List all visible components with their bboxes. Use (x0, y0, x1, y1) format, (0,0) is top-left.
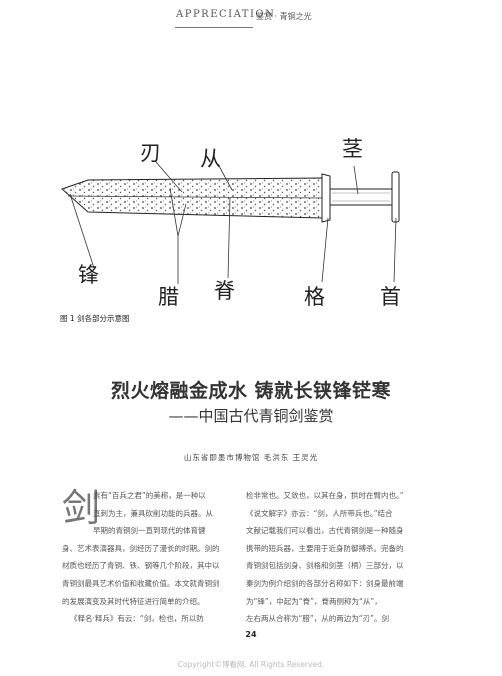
label-ji: 脊 (214, 279, 235, 303)
left-col-line: 早期的青铜剑一直到现代的体育健 (93, 526, 206, 536)
right-col-line: 左右两从合称为“腊”，从的两边为“刃”。剑 (246, 614, 390, 624)
sword-guard (321, 173, 331, 223)
label-ren: 刃 (140, 141, 161, 165)
label-cong: 从 (200, 147, 221, 171)
left-col-line: 素有“百兵之君”的美称，是一种以 (93, 491, 206, 500)
right-col-line: 携带的短兵器，主要用于近身防御搏杀。完备的 (246, 543, 404, 553)
left-col-line: 直刺为主，兼具砍削功能的兵器。从 (93, 508, 213, 518)
header-underline (175, 27, 253, 28)
right-col-line: 文献记载我们可以看出，古代青铜剑是一种随身 (246, 526, 404, 536)
left-col-line: 《释名·释兵》有云：“剑，检也，所以防 (70, 614, 204, 624)
article-title: 烈火熔融金成水 铸就长铗锋铓寒 (110, 380, 392, 402)
right-col-line: 秦剑为例介绍剑的各部分名称如下：剑身最前端 (246, 579, 404, 588)
right-col-line: 为“锋”，中起为“脊”，脊两侧称为“从”， (246, 596, 382, 606)
right-col-line: 检非常也。又敛也，以其在身，拱时在臂内也。” (246, 491, 404, 500)
left-col-line: 青铜剑最具艺术价值和收藏价值。本文就青铜剑 (62, 579, 220, 588)
header-section-cn: 鉴赏 · 青铜之光 (256, 12, 312, 21)
label-ge: 格 (304, 285, 325, 309)
label-jing: 茎 (342, 137, 363, 161)
label-feng: 锋 (78, 263, 99, 287)
copyright-notice: Copyright©博看网. All Rights Reserved. (177, 660, 325, 669)
page-number: 24 (245, 630, 257, 639)
sword-tang (329, 188, 393, 206)
sword-ridge (67, 195, 323, 199)
label-shou: 首 (380, 285, 401, 309)
article-byline: 山东省即墨市博物馆 毛洪东 王灵光 (183, 453, 319, 462)
article-subtitle: ——中国古代青铜剑鉴赏 (168, 407, 334, 425)
left-col-line: 身、艺术表演器具，剑经历了漫长的时期。剑的 (62, 543, 220, 553)
left-col-line: 的发展演变及其时代特征进行简单的介绍。 (62, 596, 205, 606)
label-la: 腊 (158, 285, 179, 309)
header-section-en: APPRECIATION (176, 9, 276, 20)
right-col-line: 《说文解字》亦云：“剑，人所带兵也。”结合 (246, 508, 393, 518)
sword-diagram: 刃 从 茎 锋 腊 脊 格 首 (61, 137, 401, 309)
left-col-line: 材质也经历了青铜、铁、钢等几个阶段，其中以 (62, 561, 220, 571)
drop-cap: 剑 (62, 486, 101, 530)
figure-caption: 图 1 剑各部分示意图 (60, 314, 130, 323)
right-col-line: 青铜剑包括剑身、剑格和剑茎（柄）三部分，以 (246, 561, 404, 571)
sword-pommel (391, 171, 400, 223)
